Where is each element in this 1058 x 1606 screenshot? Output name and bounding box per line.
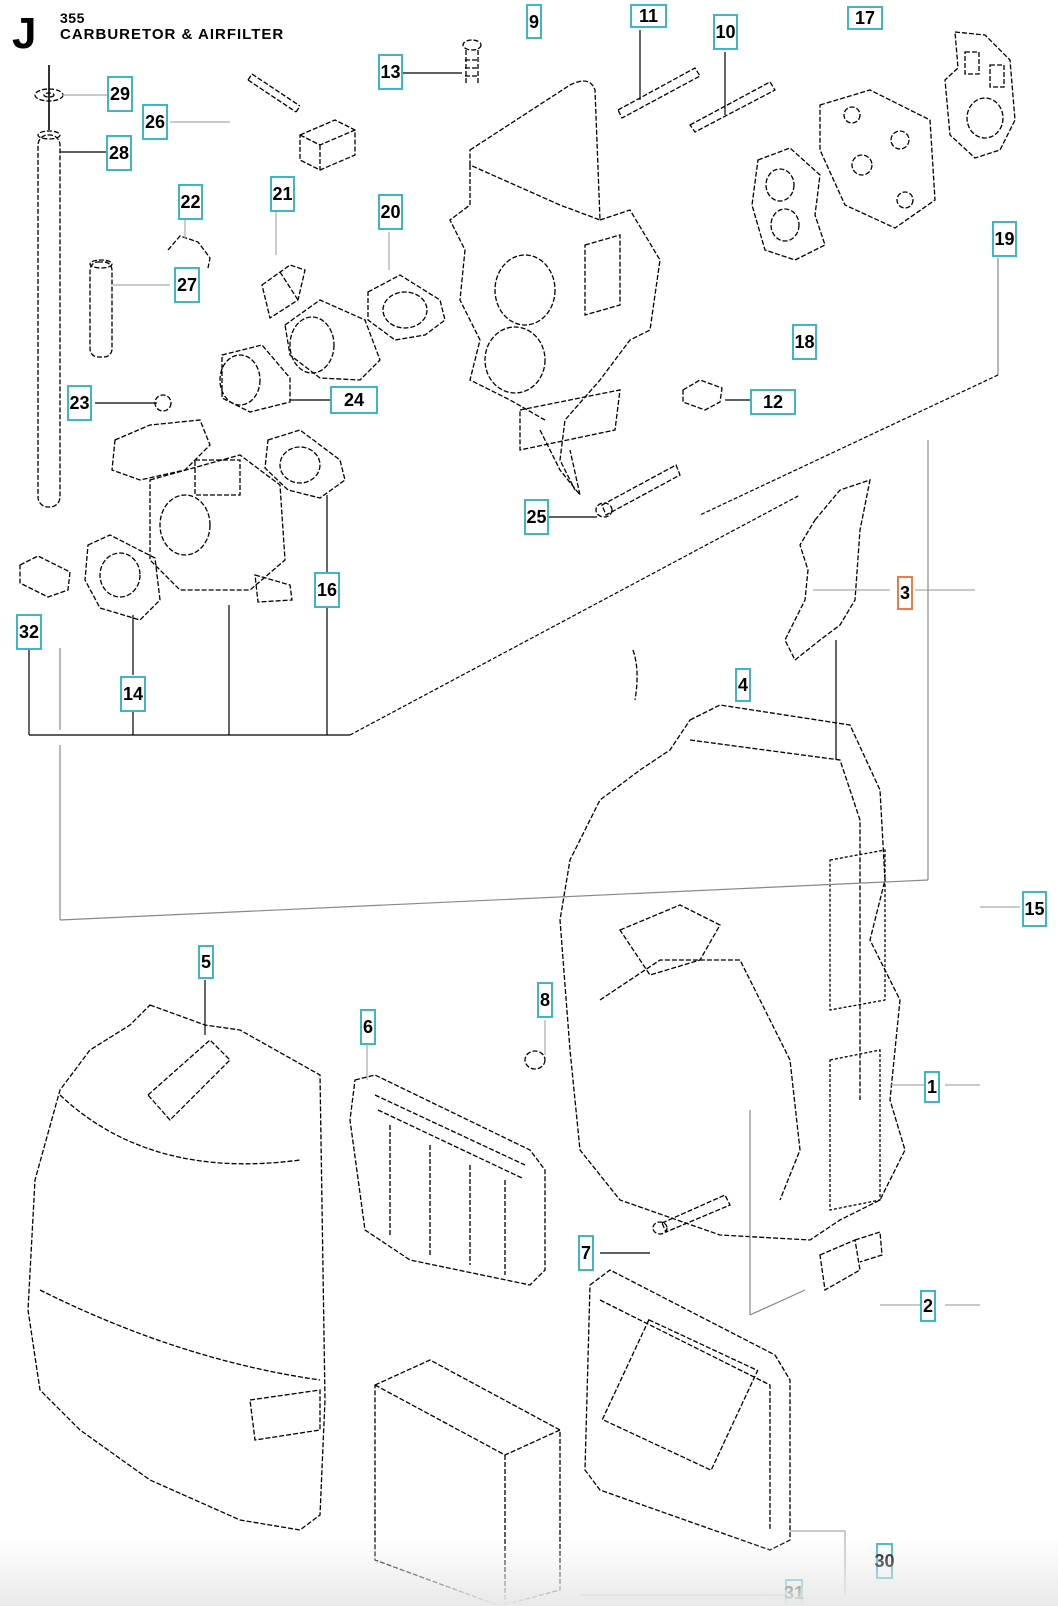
callout-28[interactable]: 28 [106, 135, 132, 171]
part-plate-32 [19, 555, 71, 598]
model-number: 355 [60, 10, 85, 26]
callout-26[interactable]: 26 [142, 104, 168, 140]
part-intake-20 [367, 274, 446, 341]
part-foam-block [374, 1359, 561, 1606]
part-carburetor [111, 419, 293, 603]
leader-lines [28, 30, 1020, 1596]
callout-32[interactable]: 32 [16, 614, 42, 650]
callout-4[interactable]: 4 [735, 668, 751, 702]
part-spring-2 [819, 1231, 883, 1292]
part-bolt-10 [689, 81, 776, 133]
callout-29[interactable]: 29 [107, 76, 133, 112]
part-nut-8 [524, 1050, 546, 1070]
callout-12[interactable]: 12 [750, 389, 796, 415]
part-gasket-16 [264, 429, 346, 499]
part-gasket-17 [751, 147, 826, 261]
part-nut-23 [154, 394, 172, 412]
callout-21[interactable]: 21 [270, 176, 295, 212]
part-link-small [632, 649, 638, 701]
callout-27[interactable]: 27 [174, 267, 200, 303]
callout-3[interactable]: 3 [897, 576, 913, 610]
part-filter-31 [584, 1269, 791, 1551]
callout-31[interactable]: 31 [784, 1579, 804, 1606]
diagram-title: CARBURETOR & AIRFILTER [60, 26, 285, 43]
callout-10[interactable]: 10 [713, 14, 738, 50]
callout-5[interactable]: 5 [198, 945, 214, 979]
callout-8[interactable]: 8 [537, 982, 553, 1018]
callout-16[interactable]: 16 [314, 572, 340, 608]
callout-17[interactable]: 17 [847, 6, 883, 30]
callout-23[interactable]: 23 [67, 385, 92, 421]
callout-14[interactable]: 14 [120, 676, 146, 712]
part-bolt-11 [617, 67, 701, 119]
part-choke-21 [261, 264, 306, 320]
callout-25[interactable]: 25 [524, 499, 549, 535]
part-adapter [284, 299, 381, 381]
part-screw-25 [595, 464, 681, 518]
callout-9[interactable]: 9 [526, 4, 542, 39]
callout-24[interactable]: 24 [330, 386, 378, 414]
part-bracket-3 [784, 479, 871, 662]
callout-18[interactable]: 18 [792, 324, 817, 360]
callout-20[interactable]: 20 [378, 194, 403, 230]
part-carb-housing-9 [449, 80, 661, 496]
part-tube-27 [89, 259, 113, 358]
part-rod-28 [37, 65, 61, 508]
part-cover-frame-1 [559, 704, 906, 1241]
part-nut-12 [682, 379, 723, 411]
part-sleeve-24 [219, 344, 291, 413]
part-screw-7 [652, 1194, 731, 1235]
callout-19[interactable]: 19 [992, 221, 1017, 257]
part-gasket-19 [944, 31, 1016, 159]
part-clip-22 [167, 235, 211, 269]
part-insulator-17 [819, 89, 936, 229]
callout-13[interactable]: 13 [378, 54, 403, 90]
part-cover-5 [27, 1004, 326, 1531]
part-screw-13 [462, 39, 482, 85]
callout-22[interactable]: 22 [178, 184, 203, 220]
callout-2[interactable]: 2 [920, 1290, 936, 1322]
callout-6[interactable]: 6 [360, 1009, 376, 1045]
section-letter: J [12, 9, 37, 58]
callout-11[interactable]: 11 [630, 4, 667, 28]
part-pin-26 [247, 73, 356, 171]
part-gasket-14 [84, 534, 161, 621]
callout-15[interactable]: 15 [1022, 891, 1047, 927]
callout-1[interactable]: 1 [924, 1071, 940, 1103]
part-filter-6 [349, 1074, 546, 1286]
callout-30[interactable]: 30 [874, 1543, 895, 1579]
callout-7[interactable]: 7 [578, 1235, 594, 1271]
